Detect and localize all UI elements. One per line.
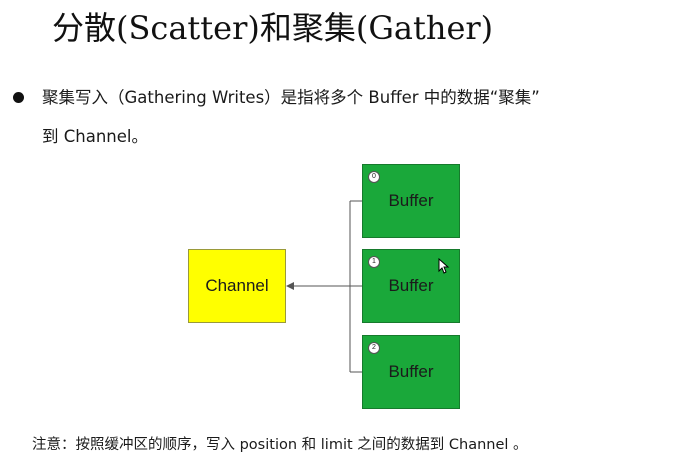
bullet-text-line-1: 聚集写入（Gathering Writes）是指将多个 Buffer 中的数据“…: [42, 88, 540, 107]
bullet-text-line-2: 到 Channel。: [42, 127, 148, 146]
slide-title: 分散(Scatter)和聚集(Gather): [52, 9, 494, 47]
channel-label: Channel: [205, 276, 269, 295]
bullet-dot-icon: [13, 92, 24, 103]
buffer-label-1: Buffer: [388, 276, 434, 295]
buffer-label-0: Buffer: [388, 191, 434, 210]
buffer-index-badge-1: 1: [368, 256, 380, 268]
buffer-index-badge-2: 2: [368, 342, 380, 354]
buffer-box-1: 1 Buffer: [362, 249, 460, 323]
buffer-box-0: 0 Buffer: [362, 164, 460, 238]
buffer-index-badge-0: 0: [368, 171, 380, 183]
mouse-cursor-icon: [438, 258, 450, 274]
channel-box: Channel: [188, 249, 286, 323]
buffer-box-2: 2 Buffer: [362, 335, 460, 409]
buffer-label-2: Buffer: [388, 362, 434, 381]
note-text: 注意：按照缓冲区的顺序，写入 position 和 limit 之间的数据到 C…: [32, 437, 528, 453]
